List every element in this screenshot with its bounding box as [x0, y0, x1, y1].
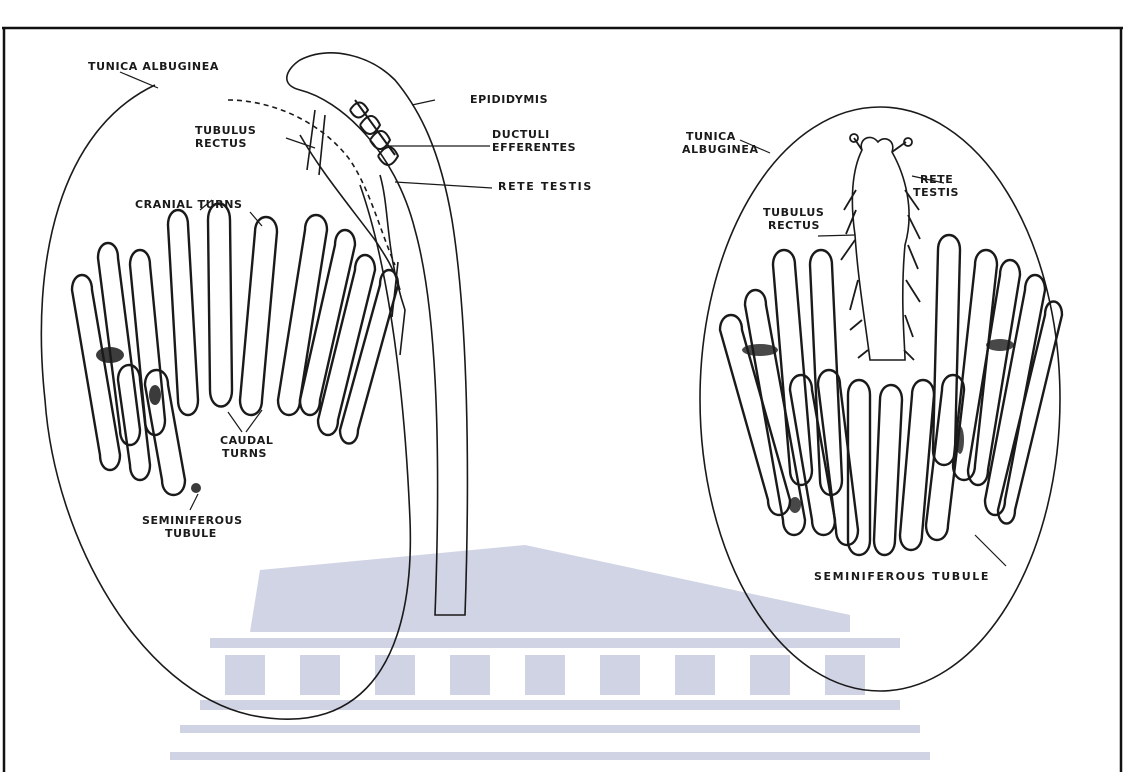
- label-cranial-turns: CRANIAL TURNS: [135, 198, 243, 211]
- left-labels: TUNICA ALBUGINEA EPIDIDYMIS TUBULUS RECT…: [88, 60, 593, 540]
- right-seminiferous-loops: [720, 235, 1062, 555]
- label-ductuli-2: EFFERENTES: [492, 141, 576, 154]
- label-right-tubulus-2: RECTUS: [768, 219, 820, 232]
- label-seminiferous-2: TUBULE: [165, 527, 217, 540]
- label-caudal-2: TURNS: [222, 447, 267, 460]
- right-rete-testis: [852, 137, 909, 360]
- label-right-seminiferous-tubule: SEMINIFEROUS TUBULE: [814, 570, 990, 583]
- label-tunica-albuginea: TUNICA ALBUGINEA: [88, 60, 219, 73]
- label-seminiferous-1: SEMINIFEROUS: [142, 514, 243, 527]
- label-right-tubulus-1: TUBULUS: [763, 206, 824, 219]
- label-tubulus-rectus-1: TUBULUS: [195, 124, 256, 137]
- label-right-tunica-2: ALBUGINEA: [682, 143, 759, 156]
- label-tubulus-rectus-2: RECTUS: [195, 137, 247, 150]
- ductuli-efferentes: [350, 100, 398, 165]
- label-right-tunica-1: TUNICA: [686, 130, 736, 143]
- label-right-rete-2: TESTIS: [913, 186, 959, 199]
- label-caudal-1: CAUDAL: [220, 434, 273, 447]
- right-rete-branches: [841, 134, 920, 360]
- label-ductuli-1: DUCTULI: [492, 128, 550, 141]
- label-rete-testis: RETE TESTIS: [498, 180, 593, 193]
- label-right-rete-1: RETE: [920, 173, 953, 186]
- label-epididymis: EPIDIDYMIS: [470, 93, 548, 106]
- left-leader-lines: [120, 72, 492, 510]
